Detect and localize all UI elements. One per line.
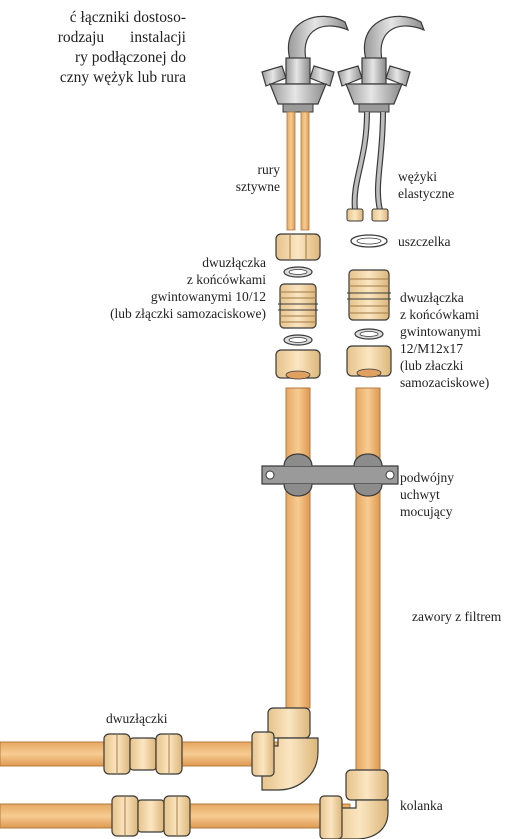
label-bracket: podwójny uchwyt mocujący <box>400 469 454 520</box>
left-tap <box>262 16 348 112</box>
label-flex-hoses-line2: elastyczne <box>398 185 454 202</box>
label-union-left-line2: z końcówkami <box>60 271 266 288</box>
label-union-right-line6: samozaciskowe) <box>400 374 489 391</box>
label-flex-hoses-line1: wężyki <box>398 168 454 185</box>
label-rigid-pipes: rury sztywne <box>180 161 280 195</box>
label-flex-hoses: wężyki elastyczne <box>398 168 454 202</box>
label-union-right-line5: (lub złaczki <box>400 357 489 374</box>
right-union-fittings <box>347 235 391 377</box>
label-union-right-line2: z końcówkami <box>400 306 489 323</box>
left-union-fittings <box>276 234 320 379</box>
label-bracket-line3: mocujący <box>400 503 454 520</box>
label-bracket-line2: uchwyt <box>400 486 454 503</box>
label-union-right-line4: 12/M12x17 <box>400 340 489 357</box>
label-rigid-pipes-line2: sztywne <box>180 178 280 195</box>
label-union-right-line3: gwintowanymi <box>400 323 489 340</box>
label-rigid-pipes-line1: rury <box>180 161 280 178</box>
label-elbows: kolanka <box>400 797 443 814</box>
lower-horizontal-pipe <box>0 770 388 839</box>
label-union-right: dwuzłączka z końcówkami gwintowanymi 12/… <box>400 289 489 391</box>
flexible-hoses <box>347 112 388 221</box>
label-union-left: dwuzłączka z końcówkami gwintowanymi 10/… <box>60 254 266 322</box>
label-union-left-line3: gwintowanymi 10/12 <box>60 288 266 305</box>
label-gasket: uszczelka <box>398 233 450 250</box>
label-couplings: dwuzłączki <box>106 710 167 727</box>
label-bracket-line1: podwójny <box>400 469 454 486</box>
label-union-left-line4: (lub złączki samozaciskowe) <box>60 305 266 322</box>
label-valves: zawory z filtrem <box>412 608 501 625</box>
label-union-right-line1: dwuzłączka <box>400 289 489 306</box>
right-tap <box>338 16 424 112</box>
label-union-left-line1: dwuzłączka <box>60 254 266 271</box>
double-bracket <box>262 454 398 496</box>
rigid-pipes <box>287 112 309 230</box>
